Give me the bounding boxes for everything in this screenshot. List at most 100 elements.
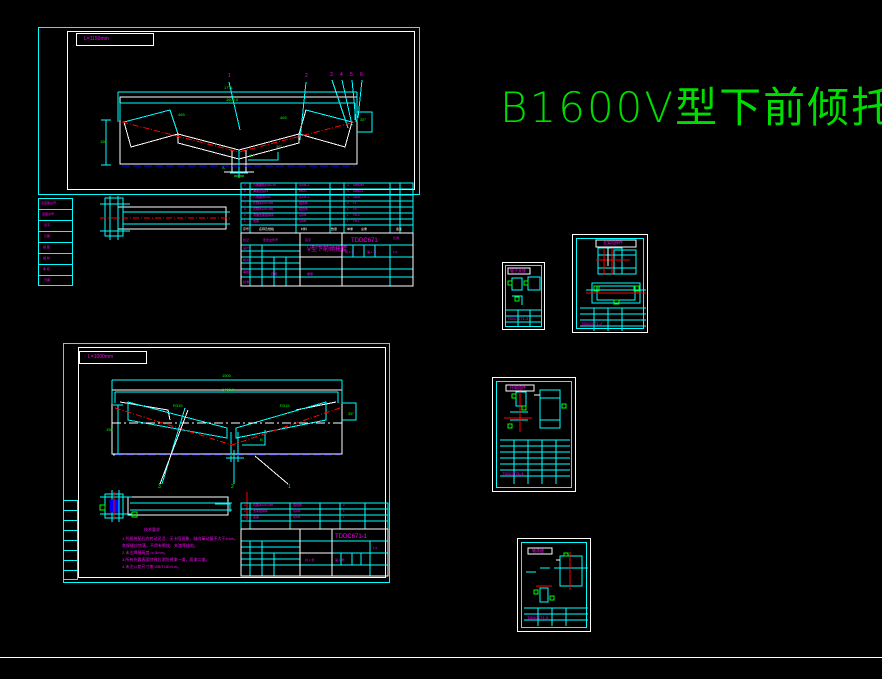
bom-row-5-c1: 调偏支架组焊件 bbox=[253, 213, 275, 217]
bom-row-6-c1: 支架 bbox=[253, 219, 260, 223]
bom-footer-c0: 序号 bbox=[243, 227, 250, 231]
note-line-1: 各焊缝应饱满，不得有裂纹、夹渣等缺陷。 bbox=[122, 543, 198, 548]
dim-bot-2: R315 bbox=[173, 403, 183, 408]
leader-top-1: 2 bbox=[305, 73, 308, 79]
doc-label-top: 更改文件号 bbox=[263, 238, 279, 242]
check-label-top: 校对 bbox=[243, 258, 250, 262]
detail2-label: 支架组焊件 bbox=[603, 240, 623, 245]
review-label-top: 审核 bbox=[243, 270, 250, 274]
bom-footer-c3: 数量 bbox=[331, 227, 338, 231]
bom-row-2-c3: 4 bbox=[347, 195, 349, 199]
bom-row-4-c4: T2 bbox=[353, 207, 357, 211]
bom2-row-1-c3: 1 bbox=[343, 509, 345, 513]
bom-row-1-c3: 4 bbox=[347, 189, 349, 193]
bom-footer-c5: 总重 bbox=[361, 227, 368, 231]
dim-bot-7: B bbox=[260, 437, 263, 442]
leader-top-2: 3 bbox=[330, 72, 333, 78]
design-label-top: 设计 bbox=[243, 246, 250, 250]
drawing-number-top: TDDC671 bbox=[351, 238, 378, 244]
bom-row-1-c2: 65Mn bbox=[299, 189, 307, 193]
dim-bot-6: A bbox=[230, 451, 233, 456]
sheet-bottom-left-strip bbox=[63, 500, 78, 580]
scale-value-top: 1:5 bbox=[393, 250, 398, 254]
bom2-row-2-c2: Q235 bbox=[293, 515, 301, 519]
strip-row-3: 日期 bbox=[44, 234, 51, 238]
bom-row-2-c4: GB41 bbox=[353, 195, 361, 199]
bom2-row-0-c1: 托辊Φ133×465 bbox=[253, 503, 274, 507]
sheet-label-top: 共 1 张 bbox=[345, 250, 355, 254]
bom2-row-0-c3: 2 bbox=[343, 503, 345, 507]
sheet-label-bottom: 共 1 张 bbox=[305, 558, 315, 562]
bom-row-5-c3: 1 bbox=[347, 213, 349, 217]
detail-sheet-middle[interactable] bbox=[492, 377, 576, 492]
bom-row-6-c3: 1 bbox=[347, 219, 349, 223]
bom-row-5-c0: 2 bbox=[244, 213, 246, 217]
strip-row-0: 旧底图总号 bbox=[41, 201, 57, 205]
weight-label-top: 重量 bbox=[307, 272, 314, 276]
dim-top-8: 35° bbox=[276, 144, 283, 149]
bom-row-3-c4: T1 bbox=[353, 201, 357, 205]
bom-row-4-c2: 组合件 bbox=[299, 207, 309, 211]
bom-row-0-c4: GB5782 bbox=[353, 183, 365, 187]
sheet-value-top: 第 1 张 bbox=[367, 250, 377, 254]
bom2-row-1-c0: 2 bbox=[244, 509, 246, 513]
detail-sheet-upper-right[interactable] bbox=[572, 234, 648, 333]
bom-row-3-c2: 组合件 bbox=[299, 201, 309, 205]
sheet-bottom-view-label-box bbox=[79, 351, 147, 364]
bom2-row-0-c0: 3 bbox=[244, 503, 246, 507]
bom-row-4-c0: 3 bbox=[244, 207, 246, 211]
leader-top-4: 5 bbox=[350, 72, 353, 78]
bom-row-5-c2: Q235 bbox=[299, 213, 307, 217]
detail1-drawing-no: TDDC671-3 bbox=[507, 316, 529, 321]
leader-top-3: 4 bbox=[340, 72, 343, 78]
bom-footer-c4: 单重 bbox=[347, 227, 354, 231]
detail-sheet-middle-inner bbox=[496, 381, 572, 488]
strip-row-4: 描 图 bbox=[43, 245, 50, 249]
bom-row-1-c4: GB93-1 bbox=[353, 189, 364, 193]
dim-top-2: 465 bbox=[178, 112, 185, 117]
date-label-top: 日期 bbox=[271, 272, 278, 276]
bom-row-4-c3: 1 bbox=[347, 207, 349, 211]
detail-sheet-small-upper-left[interactable] bbox=[502, 262, 545, 330]
note-line-2: 2.未注焊缝高度 h=5mm。 bbox=[122, 550, 168, 555]
bom-row-0-c1: 六角螺栓M16×45 bbox=[253, 183, 276, 187]
sheet-bottom-view-label: L=1000mm bbox=[88, 354, 114, 360]
dim-top-4: 35° bbox=[360, 117, 367, 122]
detail-sheet-upper-right-inner bbox=[576, 238, 644, 329]
bom-row-2-c0: 5 bbox=[244, 195, 246, 199]
dim-bot-5: 150 bbox=[106, 427, 113, 432]
bom-row-6-c4: TD-1 bbox=[353, 219, 360, 223]
dim-top-1: 1600.0 bbox=[226, 97, 239, 102]
sheet-bottom-outer-frame bbox=[63, 343, 390, 583]
bom-footer-c1: 名称及规格 bbox=[259, 227, 275, 231]
leader-top-5: 6 bbox=[360, 72, 363, 78]
dim-bot-4: 35° bbox=[348, 411, 355, 416]
sheet-value-bottom: 第 1 张 bbox=[335, 558, 345, 562]
bom-footer-c2: 材料 bbox=[301, 227, 308, 231]
bom-row-2-c1: 六角螺母M16 bbox=[253, 195, 271, 199]
bom-row-3-c3: 2 bbox=[347, 201, 349, 205]
bom-row-1-c0: 6 bbox=[244, 189, 246, 193]
bom-row-3-c0: 4 bbox=[244, 201, 246, 205]
sheet-top-view-label: L=1150mm bbox=[84, 36, 109, 42]
bom2-row-2-c3: 1 bbox=[343, 515, 345, 519]
strip-row-5: 描 校 bbox=[43, 256, 50, 260]
leader-bot-2: 1 bbox=[288, 484, 291, 490]
bom-row-1-c1: 弹簧垫圈16 bbox=[253, 189, 269, 193]
bom2-row-1-c1: 支架组焊件 bbox=[253, 509, 269, 513]
dim-top-3: 465 bbox=[280, 115, 287, 120]
dim-top-5: 150 bbox=[100, 139, 107, 144]
detail-sheet-lower[interactable] bbox=[517, 538, 591, 632]
page-title: B1600V型下前倾托辊 bbox=[500, 83, 882, 132]
bom2-row-0-c2: 组合件 bbox=[293, 503, 303, 507]
detail3-drawing-no: TDDC671-4 bbox=[502, 471, 524, 476]
part-name: V型下前倾托辊 bbox=[307, 247, 348, 253]
note-line-4: 4.未注公差尺寸按 GB/T1804-m。 bbox=[122, 564, 182, 569]
scale-value-bottom: 1:5 bbox=[373, 546, 378, 550]
bom-row-3-c1: 托辊Φ133×465 bbox=[253, 201, 274, 205]
top-side-view bbox=[117, 206, 227, 230]
top-side-view-cyan bbox=[100, 196, 230, 240]
scale-label-top: 比例 bbox=[393, 236, 400, 240]
drawing-number-bottom: TDDC671-1 bbox=[335, 534, 368, 540]
